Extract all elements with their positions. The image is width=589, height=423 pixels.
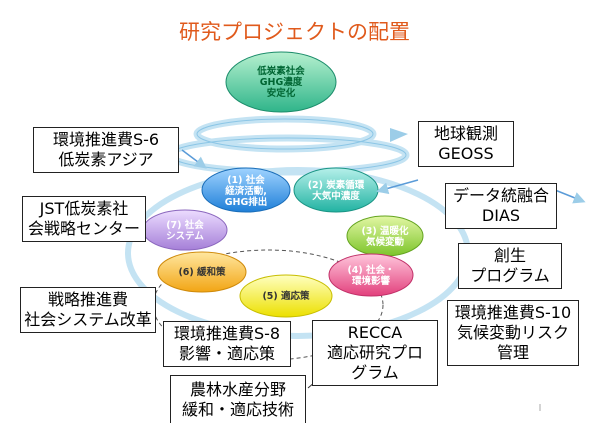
node-6-line1: (6) 緩和策: [178, 266, 226, 278]
top-goal-line2: GHG濃度: [259, 76, 303, 88]
node-2-line1: (2) 炭素循環: [307, 180, 365, 191]
project-box-geoss: 地球観測 GEOSS: [418, 121, 514, 167]
box-recca-line3: グラム: [351, 363, 399, 382]
project-box-recca: RECCA 適応研究プロ グラム: [312, 320, 438, 386]
box-dias-line1: データ統融合: [452, 186, 549, 205]
box-s6-line2: 低炭素アジア: [58, 150, 154, 169]
node-1-label: (1) 社会 経済活動, GHG排出: [202, 172, 290, 210]
node-5-label: (5) 適応策: [240, 288, 332, 304]
node-5-ellipse: [239, 274, 333, 318]
node-3-line2: 気候変動: [365, 237, 404, 248]
box-sousei-line2: プログラム: [470, 266, 550, 285]
project-box-s10: 環境推進費S-10 気候変動リスク 管理: [447, 300, 579, 366]
box-dias-line2: DIAS: [481, 206, 521, 225]
node-4-line2: 環境影響: [351, 276, 390, 287]
node-4-label: (4) 社会・ 環境影響: [329, 262, 413, 290]
swirl-rings: [166, 115, 410, 176]
top-goal-line1: 低炭素社会: [257, 65, 305, 77]
box-geoss-line1: 地球観測: [433, 124, 498, 143]
project-box-sousei: 創生 プログラム: [458, 243, 562, 289]
box-nourin-line2: 緩和・適応技術: [181, 399, 294, 419]
box-s8-line1: 環境推進費S-8: [173, 324, 281, 343]
top-goal-line3: 安定化: [266, 87, 296, 99]
node-7-line1: (7) 社会: [166, 220, 204, 231]
node-3-label: (3) 温暖化 気候変動: [347, 223, 423, 251]
node-2-label: (2) 炭素循環 大気中濃度: [294, 176, 378, 206]
node-4-ellipse: [328, 253, 414, 297]
box-jst-line1: JST低炭素社: [39, 199, 129, 218]
box-s8-line2: 影響・適応策: [178, 344, 275, 363]
project-box-s8: 環境推進費S-8 影響・適応策: [163, 321, 291, 367]
project-box-s6: 環境推進費S-6 低炭素アジア: [33, 127, 179, 173]
node-7-line2: システム: [166, 231, 204, 242]
box-nourin-line1: 農林水産分野: [189, 379, 286, 399]
box-senryaku-line2: 社会システム改革: [24, 310, 152, 329]
node-5-line1: (5) 適応策: [262, 290, 310, 302]
box-recca-line2: 適応研究プロ: [326, 343, 423, 362]
node-1-ellipse: [201, 167, 291, 213]
project-box-dias: データ統融合 DIAS: [445, 183, 557, 229]
connector-arrows: [181, 149, 586, 204]
node-1-line1: (1) 社会: [227, 174, 265, 186]
box-jst-line2: 会戦略センター: [27, 219, 140, 238]
box-senryaku-line1: 戦略推進費: [47, 290, 128, 309]
box-sousei-line1: 創生: [493, 246, 526, 265]
project-box-nourin: 農林水産分野 緩和・適応技術: [170, 375, 306, 423]
node-4-line1: (4) 社会・: [347, 265, 395, 276]
box-s10-line2: 気候変動リスク: [456, 323, 569, 342]
box-geoss-line2: GEOSS: [438, 144, 494, 163]
node-6-label: (6) 緩和策: [158, 264, 246, 280]
box-recca-line1: RECCA: [347, 323, 403, 342]
top-goal-ellipse: [225, 51, 337, 113]
node-6-ellipse: [157, 251, 247, 293]
node-2-line2: 大気中濃度: [312, 191, 360, 202]
top-goal-label: 低炭素社会 GHG濃度 安定化: [226, 58, 336, 106]
node-1-line3: GHG排出: [224, 196, 268, 208]
page-title: 研究プロジェクトの配置: [179, 20, 410, 44]
node-7-label: (7) 社会 システム: [143, 217, 227, 245]
node-1-line2: 経済活動,: [225, 185, 267, 197]
node-3-line1: (3) 温暖化: [361, 226, 409, 237]
box-s10-line1: 環境推進費S-10: [454, 303, 572, 322]
box-s10-line3: 管理: [496, 343, 529, 362]
project-box-senryaku: 戦略推進費 社会システム改革: [20, 287, 156, 333]
box-s6-line1: 環境推進費S-6: [52, 130, 160, 149]
project-box-jst: JST低炭素社 会戦略センター: [22, 196, 146, 242]
swirl-arrow-right: [390, 128, 408, 142]
